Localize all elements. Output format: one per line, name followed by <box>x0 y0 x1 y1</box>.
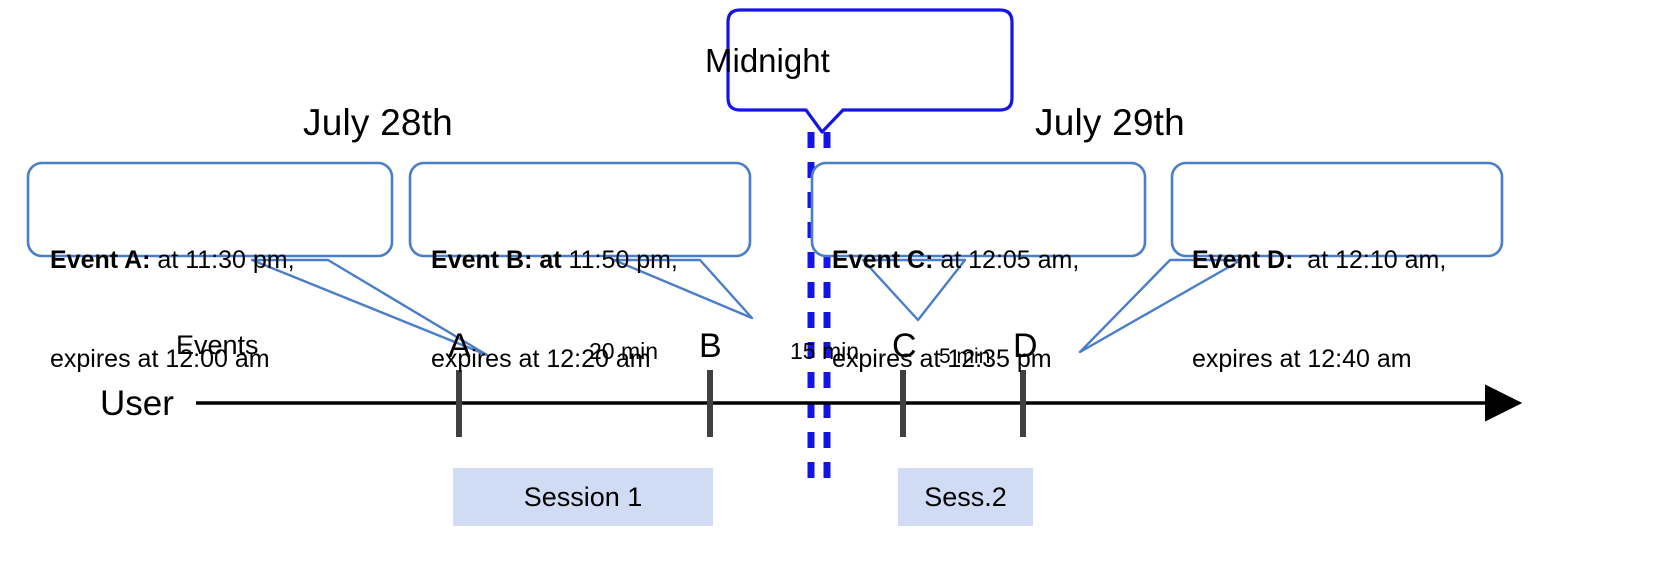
event-callout-line1-b: Event B: at 11:50 pm, <box>431 244 678 277</box>
event-callout-bold-c: Event C: <box>832 246 934 274</box>
event-callout-text-a: Event A: at 11:30 pm, expires at 12:00 a… <box>50 178 295 442</box>
event-callout-rest-a: at 11:30 pm, <box>150 246 295 274</box>
event-callout-text-d: Event D: at 12:10 am, expires at 12:40 a… <box>1192 178 1446 442</box>
session-label-2: Sess.2 <box>924 481 1007 512</box>
session-box-2[interactable]: Sess.2 <box>898 468 1033 526</box>
event-callout-line2-d: expires at 12:40 am <box>1192 345 1412 373</box>
event-callout-line1-a: Event A: at 11:30 pm, <box>50 244 295 277</box>
gap-label-c-d: 5 min <box>939 345 991 368</box>
session-box-1[interactable]: Session 1 <box>453 468 713 526</box>
event-callout-line2-a: expires at 12:00 am <box>50 345 270 373</box>
gap-label-b-c: 15 min <box>790 338 860 364</box>
event-callout-text-c: Event C: at 12:05 am, expires at 12:35 p… <box>832 178 1079 442</box>
session-label-1: Session 1 <box>523 481 643 512</box>
date-header-left: July 28th <box>303 102 453 143</box>
event-callout-rest-b: 11:50 pm, <box>561 246 678 274</box>
tick-label-c: C <box>892 327 917 365</box>
date-header-right: July 29th <box>1035 102 1185 143</box>
tick-label-a: A <box>448 327 471 365</box>
event-callout-rest-c: at 12:05 am, <box>933 246 1080 274</box>
event-callout-bold-a: Event A: <box>50 246 151 274</box>
user-row-label: User <box>100 384 174 423</box>
gap-label-a-b: 20 min <box>589 338 659 364</box>
event-callout-line1-c: Event C: at 12:05 am, <box>832 244 1079 277</box>
event-callout-text-b: Event B: at 11:50 pm, expires at 12:20 a… <box>431 178 678 442</box>
event-callout-line2-b: expires at 12:20 am <box>431 345 651 373</box>
events-row-label: Events <box>176 330 259 360</box>
event-callout-bold-b: Event B: at <box>431 246 562 274</box>
tick-label-b: B <box>699 327 722 365</box>
event-callout-bold-d: Event D: <box>1192 246 1294 274</box>
midnight-label: Midnight <box>705 42 830 79</box>
tick-label-d: D <box>1013 327 1038 365</box>
event-callout-line2-c: expires at 12:35 pm <box>832 345 1052 373</box>
event-callout-line1-d: Event D: at 12:10 am, <box>1192 244 1446 277</box>
event-callout-rest-d: at 12:10 am, <box>1293 246 1447 274</box>
